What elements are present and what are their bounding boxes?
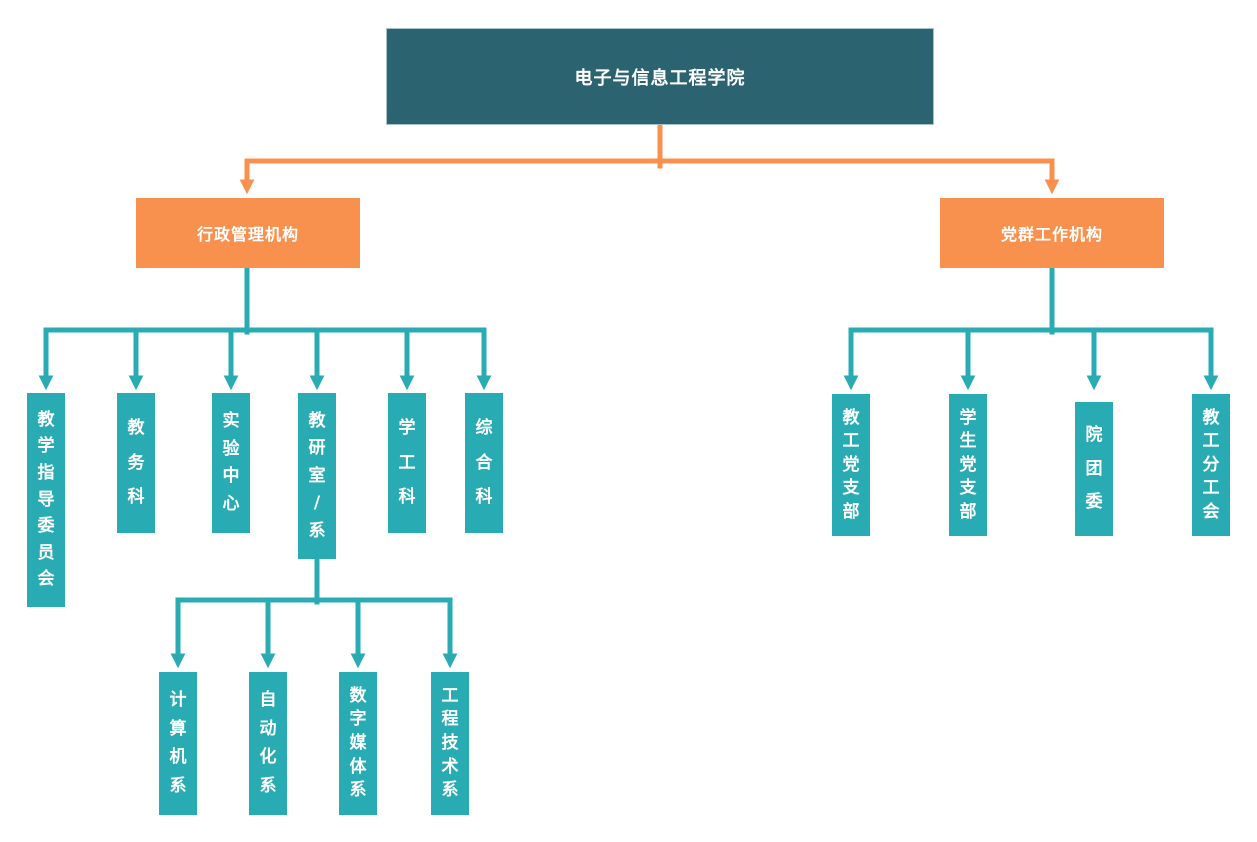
leaf-node-digital-media-dept: 数字媒体系 — [339, 672, 377, 815]
connector-admin-to-children — [38, 264, 492, 391]
leaf-node-student-party-branch: 学生党支部 — [949, 394, 987, 536]
leaf-node-general-office: 综合科 — [465, 393, 503, 533]
leaf-node-academic-affairs: 教务科 — [117, 393, 155, 533]
leaf-node-youth-league: 院团委 — [1075, 402, 1113, 536]
leaf-node-student-affairs: 学工科 — [388, 393, 426, 533]
leaf-node-teaching-research-dept: 教研室/系 — [298, 393, 336, 559]
connector-dept-to-subdepts — [170, 556, 458, 669]
leaf-node-automation-dept: 自动化系 — [249, 672, 287, 815]
leaf-node-computer-dept: 计算机系 — [159, 672, 197, 815]
branch-node-party: 党群工作机构 — [940, 198, 1164, 268]
branch-node-admin: 行政管理机构 — [136, 198, 360, 268]
connector-party-to-children — [843, 264, 1219, 391]
leaf-node-faculty-party-branch: 教工党支部 — [832, 394, 870, 536]
connector-root-to-branches — [239, 124, 1060, 195]
leaf-node-engineering-tech-dept: 工程技术系 — [431, 672, 469, 815]
leaf-node-teaching-committee: 教学指导委员会 — [27, 393, 65, 607]
org-root-node: 电子与信息工程学院 — [386, 28, 934, 125]
leaf-node-faculty-union: 教工分工会 — [1192, 394, 1230, 536]
leaf-node-experiment-center: 实验中心 — [212, 393, 250, 533]
